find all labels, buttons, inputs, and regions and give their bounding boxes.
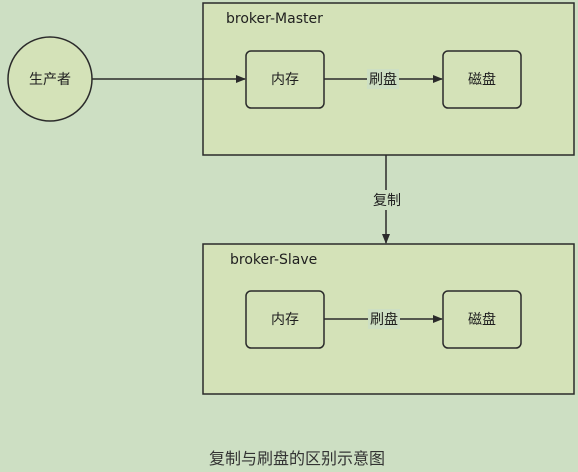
- diagram-caption: 复制与刷盘的区别示意图: [208, 449, 386, 468]
- broker-master-label: broker-Master: [226, 11, 323, 27]
- producer-label: 生产者: [29, 72, 71, 88]
- master-disk-label: 磁盘: [468, 72, 496, 88]
- slave-disk-box: [442, 290, 522, 349]
- broker-slave-label: broker-Slave: [230, 252, 318, 268]
- master-flush-label: 刷盘: [367, 69, 399, 89]
- slave-flush-label: 刷盘: [368, 309, 400, 329]
- slave-disk-label: 磁盘: [468, 312, 496, 328]
- master-memory-label: 内存: [271, 72, 299, 88]
- master-disk-box: [442, 50, 522, 109]
- slave-memory-label: 内存: [271, 312, 299, 328]
- replicate-label: 复制: [371, 190, 403, 210]
